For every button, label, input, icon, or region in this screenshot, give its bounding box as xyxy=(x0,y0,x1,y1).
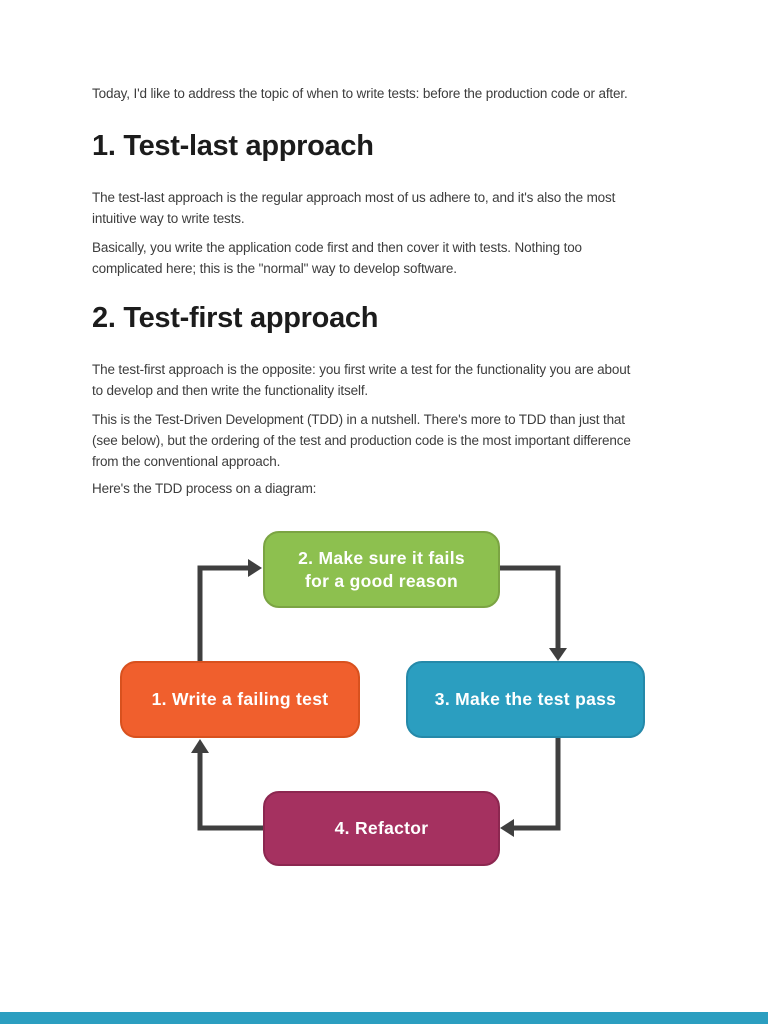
paragraph: This is the Test-Driven Development (TDD… xyxy=(92,409,692,472)
text-line: The test-first approach is the opposite:… xyxy=(92,362,631,377)
node-label-line: 2. Make sure it fails xyxy=(298,547,465,568)
arrowhead-up-icon xyxy=(191,739,209,753)
section-heading-test-last: 1. Test-last approach xyxy=(92,130,374,162)
text-line: (see below), but the ordering of the tes… xyxy=(92,433,631,448)
arrowhead-left-icon xyxy=(500,819,514,837)
text-line: complicated here; this is the "normal" w… xyxy=(92,261,457,276)
paragraph: The test-last approach is the regular ap… xyxy=(92,187,692,229)
node-label-line: 1. Write a failing test xyxy=(151,689,329,709)
text-line: The test-last approach is the regular ap… xyxy=(92,190,616,205)
text-line: intuitive way to write tests. xyxy=(92,211,245,226)
paragraph: Here's the TDD process on a diagram: xyxy=(92,478,692,499)
diagram-node-refactor: 4. Refactor xyxy=(263,791,500,866)
connector-step4-step1 xyxy=(197,753,263,831)
text-line: Here's the TDD process on a diagram: xyxy=(92,481,317,496)
connector-step2-step3 xyxy=(500,565,561,648)
text-line: Basically, you write the application cod… xyxy=(92,240,582,255)
connector-step3-step4 xyxy=(514,738,561,831)
section-heading-test-first: 2. Test-first approach xyxy=(92,302,379,334)
node-label-line: 4. Refactor xyxy=(334,818,429,838)
connector-step1-step2 xyxy=(197,565,248,661)
arrowhead-down-icon xyxy=(549,648,567,661)
paragraph: The test-first approach is the opposite:… xyxy=(92,359,692,401)
diagram-node-write-failing-test: 1. Write a failing test xyxy=(120,661,360,738)
text-line: Today, I'd like to address the topic of … xyxy=(92,86,628,101)
text-line: from the conventional approach. xyxy=(92,454,281,469)
tdd-cycle-diagram: 2. Make sure it fails for a good reason … xyxy=(0,515,768,895)
arrowhead-right-icon xyxy=(248,559,262,577)
paragraph: Basically, you write the application cod… xyxy=(92,237,692,279)
next-page-edge xyxy=(0,1012,768,1024)
diagram-node-make-test-pass: 3. Make the test pass xyxy=(406,661,645,738)
diagram-node-make-sure-it-fails: 2. Make sure it fails for a good reason xyxy=(263,531,500,608)
intro-paragraph: Today, I'd like to address the topic of … xyxy=(92,83,692,104)
node-label-line: 3. Make the test pass xyxy=(434,689,617,709)
text-line: This is the Test-Driven Development (TDD… xyxy=(92,412,625,427)
cycle-connectors xyxy=(191,559,567,837)
text-line: to develop and then write the functional… xyxy=(92,383,369,398)
node-label-line: for a good reason xyxy=(305,570,458,591)
